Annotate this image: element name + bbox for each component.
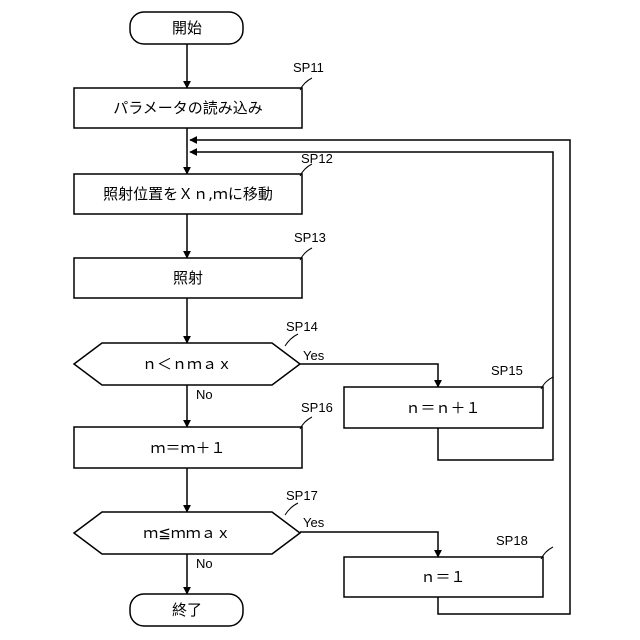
increment-n-label: ｎ＝ｎ＋１ [405, 399, 480, 417]
branch-label-sp14-no: No [196, 387, 213, 402]
step-label-sp16: SP16 [301, 400, 333, 415]
start-node: 開始 [130, 12, 243, 44]
reset-n-label: ｎ＝１ [420, 568, 465, 586]
end-node: 終了 [130, 594, 243, 626]
leader-sp17 [285, 503, 298, 515]
check-m-label: ｍ≦ｍｍａｘ [143, 524, 231, 542]
increment-m-node: ｍ＝ｍ＋１ [74, 427, 302, 468]
move-position-label: 照射位置をＸｎ,ｍに移動 [103, 185, 273, 203]
edge-check-m-yes [300, 532, 438, 557]
step-label-sp18: SP18 [496, 533, 528, 548]
move-position-node: 照射位置をＸｎ,ｍに移動 [74, 174, 302, 214]
increment-n-node: ｎ＝ｎ＋１ [344, 387, 543, 428]
check-n-node: ｎ＜ｎｍａｘ [74, 343, 300, 385]
step-label-sp13: SP13 [294, 230, 326, 245]
step-labels: SP11 SP12 SP13 SP14 SP15 SP16 SP17 SP18 [286, 60, 528, 548]
step-label-sp12: SP12 [301, 151, 333, 166]
irradiate-node: 照射 [74, 258, 302, 298]
read-params-node: パラメータの読み込み [74, 88, 302, 128]
read-params-label: パラメータの読み込み [113, 99, 263, 117]
branch-label-sp17-yes: Yes [303, 515, 325, 530]
branch-label-sp14-yes: Yes [303, 348, 325, 363]
branch-label-sp17-no: No [196, 556, 213, 571]
check-m-node: ｍ≦ｍｍａｘ [74, 512, 300, 554]
irradiate-label: 照射 [173, 269, 203, 287]
reset-n-node: ｎ＝１ [344, 557, 543, 597]
end-label: 終了 [172, 601, 202, 619]
leader-sp14 [285, 334, 298, 346]
start-label: 開始 [172, 19, 202, 37]
step-label-sp15: SP15 [491, 363, 523, 378]
increment-m-label: ｍ＝ｍ＋１ [150, 439, 225, 457]
step-label-sp11: SP11 [293, 60, 324, 75]
step-label-sp14: SP14 [286, 319, 318, 334]
check-n-label: ｎ＜ｎｍａｘ [142, 355, 232, 373]
edge-check-n-yes [300, 364, 438, 387]
step-label-sp17: SP17 [286, 488, 318, 503]
